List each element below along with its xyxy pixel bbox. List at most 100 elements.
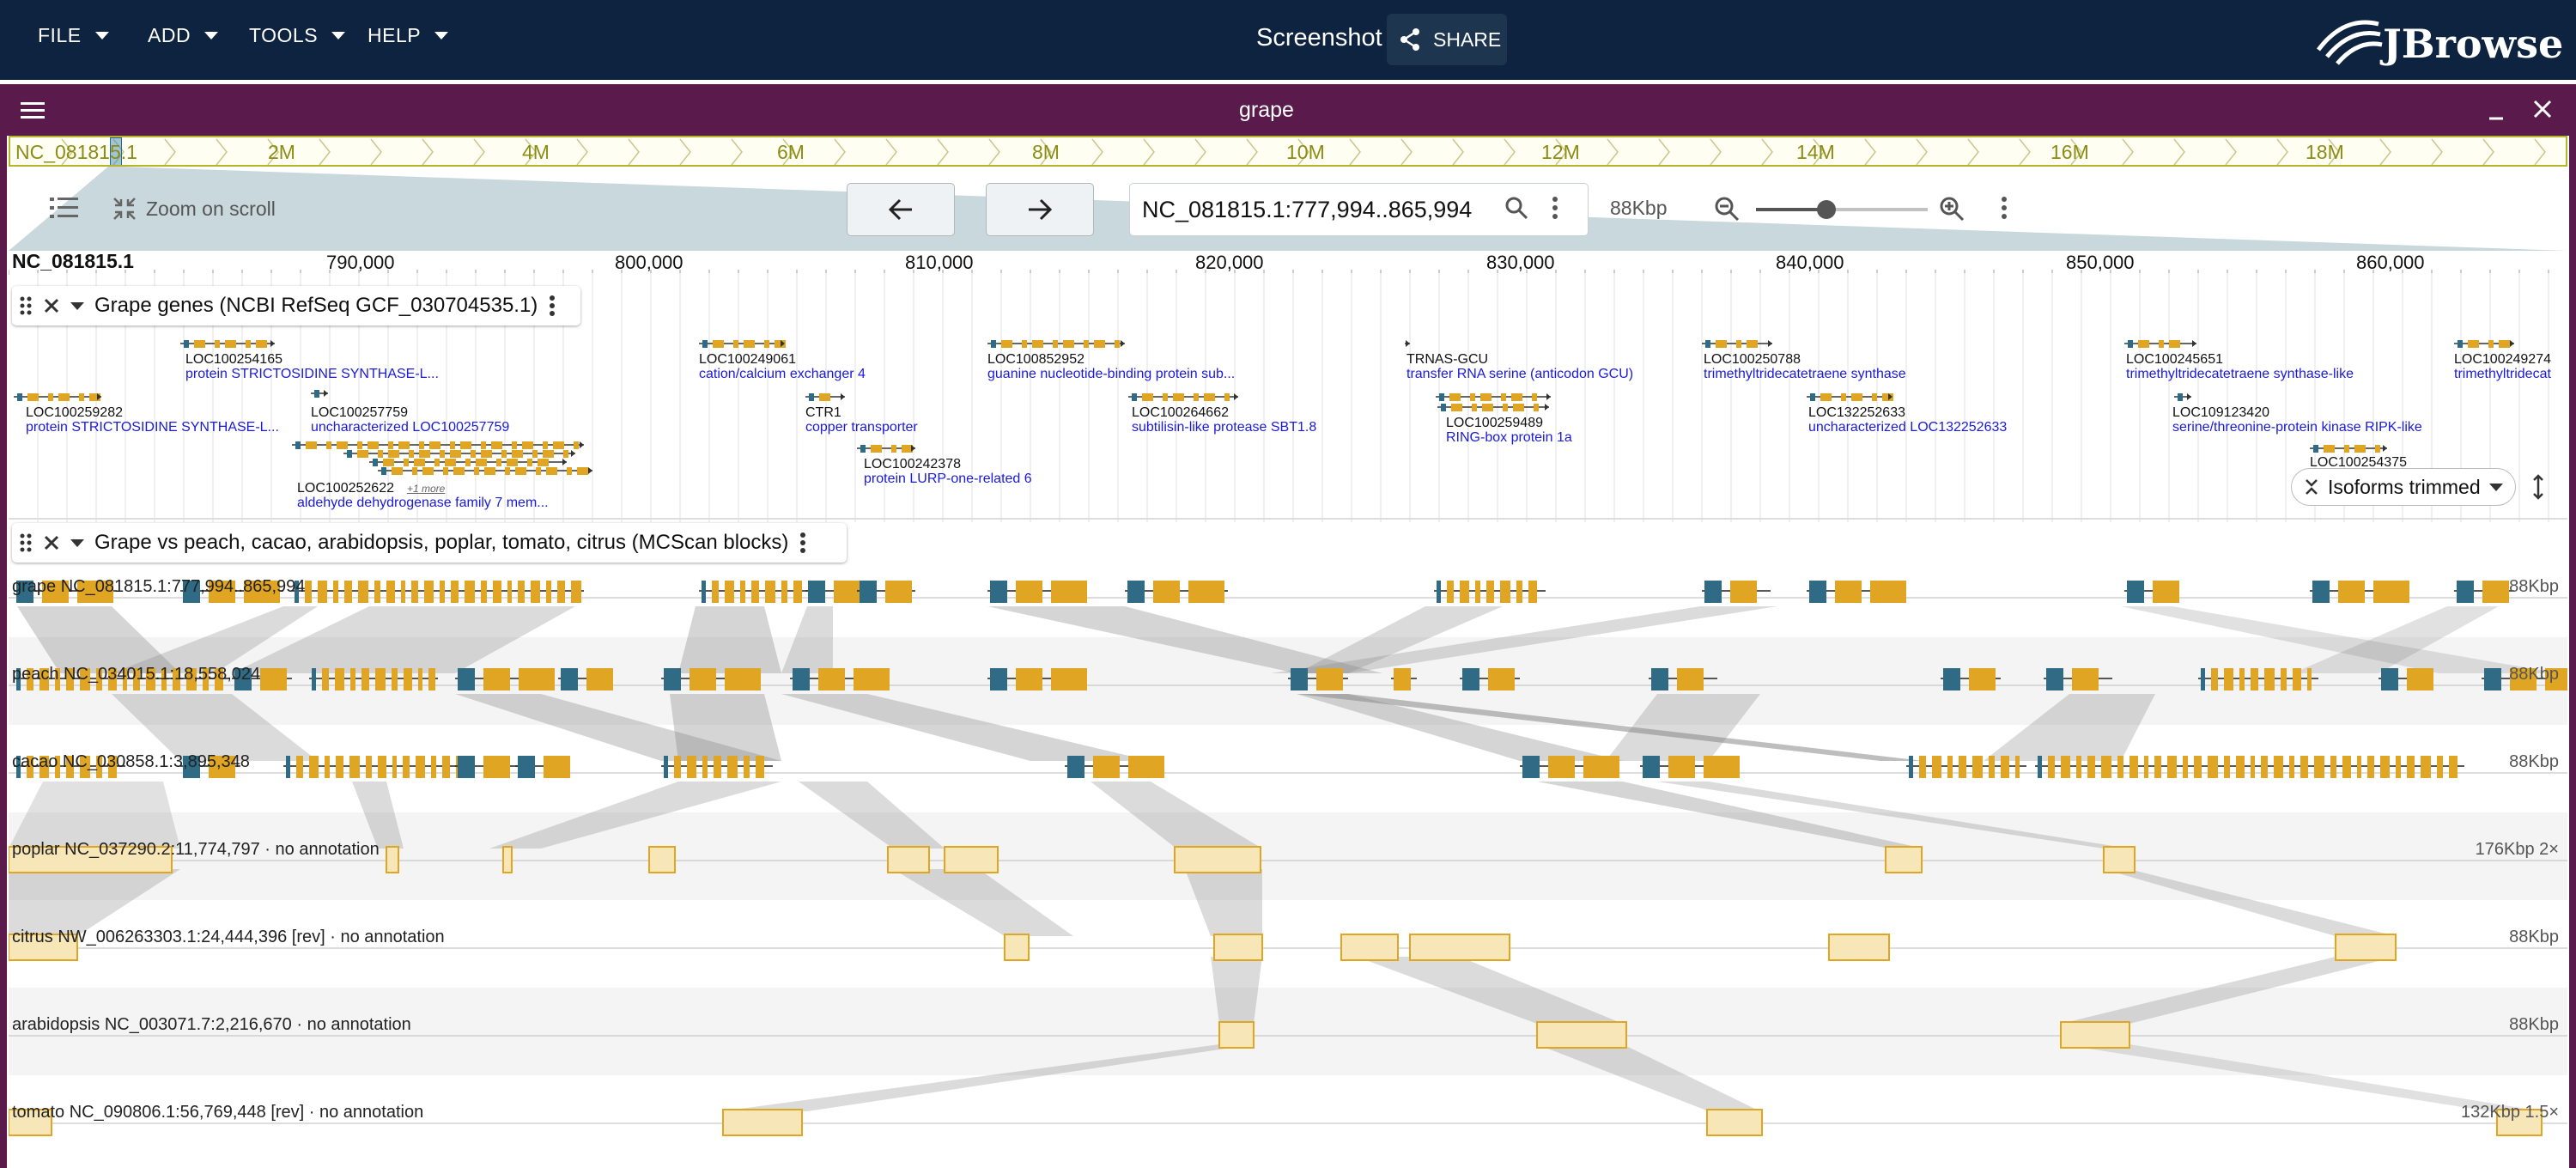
track-selector-icon[interactable] bbox=[50, 196, 79, 222]
feature-name[interactable]: LOC132252633 bbox=[1808, 405, 1905, 420]
zoom-on-scroll-label[interactable]: Zoom on scroll bbox=[146, 198, 276, 220]
exon bbox=[392, 467, 403, 475]
exon bbox=[16, 668, 21, 690]
exon bbox=[1516, 581, 1522, 603]
synteny-row-label[interactable]: peach NC_034015.1:18,558,024 bbox=[12, 665, 261, 684]
gene-feature bbox=[1436, 393, 1551, 401]
exon bbox=[714, 756, 721, 778]
zoom-on-scroll-icon[interactable] bbox=[112, 196, 137, 222]
synteny-row-label[interactable]: citrus NW_006263303.1:24,444,396 [rev] ·… bbox=[12, 928, 445, 946]
zoom-in-icon[interactable] bbox=[1939, 196, 1965, 222]
pan-left-button[interactable] bbox=[847, 183, 955, 236]
zoom-slider-thumb[interactable] bbox=[1817, 200, 1836, 219]
synteny-row-label[interactable]: grape NC_081815.1:777,994..865,994 bbox=[12, 577, 306, 596]
gene-feature bbox=[378, 467, 592, 475]
more-vert-icon[interactable] bbox=[1551, 196, 1559, 220]
close-track-icon[interactable] bbox=[43, 297, 60, 314]
feature-name[interactable]: LOC100259282 bbox=[26, 405, 123, 420]
track-menu-icon[interactable] bbox=[548, 295, 556, 317]
overview-chevron bbox=[525, 138, 537, 165]
tools-menu[interactable]: TOOLS bbox=[249, 24, 346, 47]
feature-name[interactable]: TRNAS-GCU bbox=[1406, 352, 1489, 367]
tracks-canvas[interactable] bbox=[9, 273, 2567, 1168]
exon bbox=[337, 441, 348, 449]
location-input[interactable]: NC_081815.1:777,994..865,994 bbox=[1129, 183, 1589, 236]
pan-right-button[interactable] bbox=[986, 183, 1094, 236]
drag-handle-icon[interactable] bbox=[19, 532, 33, 553]
add-menu[interactable]: ADD bbox=[148, 24, 219, 47]
exon bbox=[186, 668, 197, 690]
feature-name[interactable]: LOC100252622 bbox=[297, 481, 394, 496]
synteny-row-label[interactable]: tomato NC_090806.1:56,769,448 [rev] · no… bbox=[12, 1103, 424, 1122]
overview-scalebar[interactable]: NC_081815.1 2M 4M 6M 8M 10M 12M 14M 16M … bbox=[9, 136, 2567, 167]
search-icon[interactable] bbox=[1504, 196, 1528, 220]
exon bbox=[2154, 756, 2161, 778]
feature-name[interactable]: LOC100249274 bbox=[2454, 352, 2551, 367]
share-button[interactable]: SHARE bbox=[1387, 14, 1507, 65]
session-title[interactable]: Screenshot bbox=[1256, 24, 1382, 52]
drag-handle-icon[interactable] bbox=[19, 295, 33, 316]
feature-name[interactable]: LOC100264662 bbox=[1132, 405, 1229, 420]
feature-name[interactable]: LOC100254375 bbox=[2310, 455, 2407, 470]
synteny-gene bbox=[1807, 581, 1906, 603]
overview-label: 14M bbox=[1796, 141, 1835, 163]
exon bbox=[571, 581, 581, 603]
exon bbox=[96, 756, 102, 778]
exon bbox=[687, 756, 696, 778]
exon bbox=[481, 441, 486, 449]
exon bbox=[1511, 393, 1522, 401]
feature-name[interactable]: LOC109123420 bbox=[2172, 405, 2269, 420]
exon bbox=[80, 668, 90, 690]
exon bbox=[1704, 581, 1722, 603]
exon bbox=[501, 450, 507, 458]
feature-name[interactable]: LOC100249061 bbox=[699, 352, 796, 367]
view-title[interactable]: grape bbox=[1239, 98, 1294, 122]
synteny-row-label[interactable]: cacao NC_030858.1:3,895,348 bbox=[12, 752, 250, 771]
gene-feature bbox=[2454, 340, 2514, 348]
exon bbox=[1173, 393, 1184, 401]
overview-chevron bbox=[2534, 138, 2546, 165]
exon bbox=[349, 756, 360, 778]
exon bbox=[2159, 340, 2164, 348]
file-menu[interactable]: FILE bbox=[38, 24, 109, 47]
minimize-icon[interactable] bbox=[2487, 103, 2506, 122]
synteny-row-label[interactable]: arabidopsis NC_003071.7:2,216,670 · no a… bbox=[12, 1015, 411, 1034]
overview-chevron bbox=[1710, 138, 1722, 165]
overview-chevron bbox=[1246, 138, 1258, 165]
close-icon[interactable] bbox=[2531, 98, 2554, 120]
feature-name[interactable]: LOC100254165 bbox=[185, 352, 283, 367]
feature-description: subtilisin-like protease SBT1.8 bbox=[1132, 420, 1317, 435]
exon bbox=[1488, 668, 1515, 690]
help-menu[interactable]: HELP bbox=[368, 24, 449, 47]
synteny-block bbox=[1004, 934, 1030, 961]
overview-chevron bbox=[1864, 138, 1876, 165]
feature-name[interactable]: LOC100242378 bbox=[864, 457, 961, 471]
zoom-slider[interactable] bbox=[1756, 200, 1928, 219]
exon bbox=[194, 340, 205, 348]
more-isoforms-link[interactable]: +1 more bbox=[407, 483, 446, 495]
feature-name[interactable]: LOC100257759 bbox=[311, 405, 408, 420]
feature-name[interactable]: LOC100250788 bbox=[1704, 352, 1801, 367]
exon bbox=[2153, 581, 2179, 603]
synteny-gene bbox=[2124, 581, 2179, 603]
synteny-block bbox=[1536, 1021, 1627, 1049]
resize-vertical-icon[interactable] bbox=[2531, 474, 2545, 500]
exon bbox=[902, 445, 913, 453]
view-menu-icon[interactable] bbox=[21, 98, 45, 119]
isoforms-trimmed-select[interactable]: Isoforms trimmed bbox=[2291, 468, 2516, 506]
exon bbox=[2061, 756, 2070, 778]
exon bbox=[574, 441, 579, 449]
feature-name[interactable]: LOC100852952 bbox=[987, 352, 1084, 367]
view-more-vert-icon[interactable] bbox=[2000, 196, 2008, 220]
feature-name[interactable]: LOC100259489 bbox=[1446, 416, 1543, 430]
feature-name[interactable]: LOC100245651 bbox=[2126, 352, 2223, 367]
chevron-down-icon[interactable] bbox=[70, 301, 84, 310]
track-menu-icon[interactable] bbox=[799, 532, 807, 554]
synteny-row-label[interactable]: poplar NC_037290.2:11,774,797 · no annot… bbox=[12, 840, 380, 859]
overview-label: 2M bbox=[268, 141, 295, 163]
strand-arrow bbox=[841, 393, 845, 400]
close-track-icon[interactable] bbox=[43, 534, 60, 551]
feature-name[interactable]: CTR1 bbox=[805, 405, 841, 420]
zoom-out-icon[interactable] bbox=[1714, 196, 1740, 222]
chevron-down-icon[interactable] bbox=[70, 538, 84, 547]
